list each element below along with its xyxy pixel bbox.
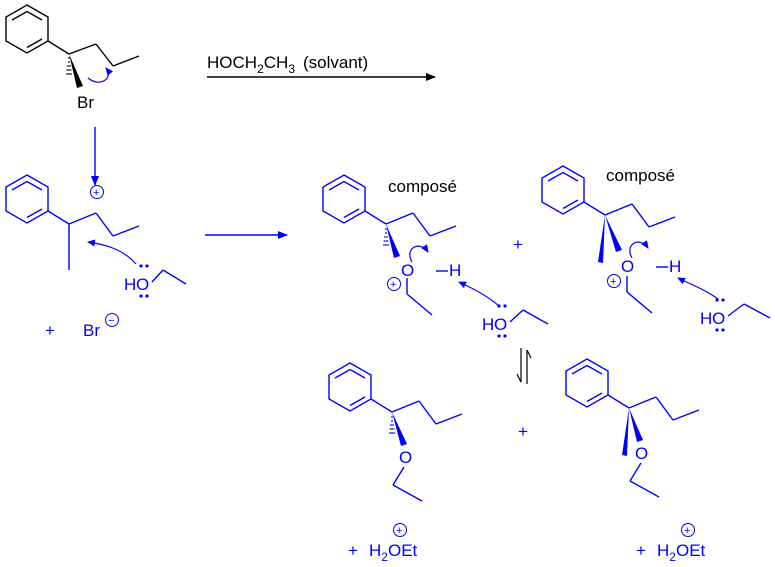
benzene-ring [541,165,585,215]
byproduct-charge: + [396,525,402,537]
benzene-ring [322,174,366,224]
lone-pairs [497,304,507,338]
lone-pairs [715,298,725,332]
curly-arrow-deprotonation [458,281,500,307]
negative-charge-circle [105,313,119,327]
aromatic-bonds [11,10,43,21]
oxonium-left-molecule [322,174,500,316]
ether-left-o: O [399,448,412,467]
aromatic-bonds [571,364,603,375]
benzene-ring [5,4,49,54]
aromatic-bonds [328,180,360,191]
ethanol-o: O [712,309,725,328]
oxonium-right-h: H [669,257,681,276]
wedge-bond-o [386,224,400,258]
benzene-ring [328,362,372,412]
wedge-bond-o [605,215,622,252]
bromide-plus: + [45,321,55,340]
positive-charge-circle [387,277,401,291]
oxonium-right-molecule [541,165,719,314]
positive-charge-circle [607,274,621,288]
ethanol-nucleophile: H O [124,264,187,298]
ethanol-o: O [494,315,507,334]
ethanol-h: H [700,309,712,328]
carbocation-charge: + [93,187,99,199]
ether-right-molecule [565,358,700,498]
oxonium-left-h: H [449,261,461,280]
plus-sign-top: + [513,235,523,254]
aromatic-bonds [334,368,366,379]
curly-arrow-leaving [87,67,114,83]
ethanol-o: O [136,275,149,294]
byproduct-charge: + [684,525,690,537]
byproduct-formula: H2OEt [657,541,706,564]
benzene-ring [565,358,609,408]
bold-methyl-bond [598,215,605,263]
byproduct-left: + H2OEt + [348,523,418,564]
positive-charge-circle [393,523,407,537]
curly-arrow-oh [629,240,649,259]
byproduct-right: + H2OEt + [636,523,706,564]
oxonium-right-label: composé [606,166,675,185]
equilibrium-arrows [516,348,532,384]
oxonium-right-o: O [621,257,634,276]
bromide-ion: + Br − [45,313,119,340]
bromide-label: Br [83,321,100,340]
carbocation-molecule [5,174,140,270]
hashed-methyl-bond [66,57,72,75]
byproduct-formula: H2OEt [369,541,418,564]
lone-pairs [139,264,149,298]
aromatic-bonds [11,180,43,191]
ether-right-o: O [635,444,648,463]
oxonium-left-label: composé [388,177,457,196]
reagent-label: HOCH2CH3(solvant) [207,53,368,76]
hashed-methyl-bond [389,416,395,434]
curly-arrow-deprotonation [677,277,719,300]
positive-charge-circle [90,185,104,199]
plus-sign-bottom: + [518,422,528,441]
oxonium-left-o: O [401,261,414,280]
oxonium-left-charge: + [390,279,396,291]
ethanol-base-left: H O [482,304,549,338]
wedge-bond-br [69,54,83,88]
ether-left-molecule [328,362,463,502]
ethanol-base-right: H O [700,298,771,332]
curly-arrow-oh [409,244,429,263]
benzene-ring [5,174,49,224]
wedge-bond-o [392,412,407,446]
positive-charge-circle [681,523,695,537]
ethanol-h: H [482,315,494,334]
br-label: Br [77,93,94,112]
curly-arrow-nucleophile [87,239,137,265]
aromatic-bonds [547,171,579,182]
bromide-charge: − [108,315,114,327]
ethanol-h: H [124,275,136,294]
byproduct-plus: + [636,541,646,560]
byproduct-plus: + [348,541,358,560]
substrate-molecule [5,4,140,88]
hashed-methyl-bond [383,228,389,246]
oxonium-right-charge: + [610,276,616,288]
wedge-bond-o [629,408,643,442]
bold-methyl-bond [622,408,629,456]
